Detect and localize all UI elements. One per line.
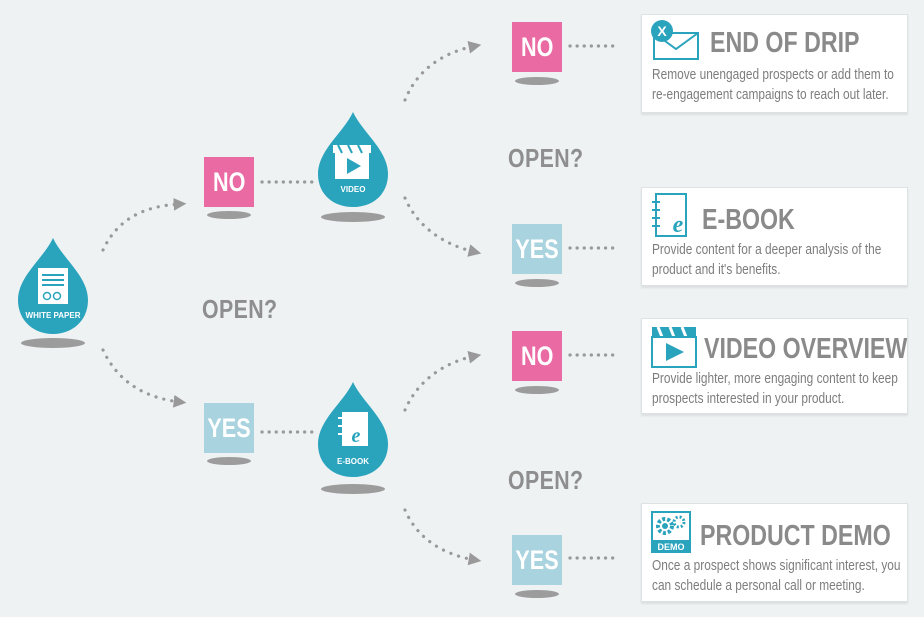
video-yes-shadow	[515, 279, 559, 287]
question-video: OPEN?	[508, 143, 584, 173]
video-drop: VIDEO	[318, 112, 388, 222]
drop-shadow	[321, 484, 385, 494]
card-line-2: re-engagement campaigns to reach out lat…	[652, 87, 889, 103]
envelope-x-icon: X	[651, 20, 699, 60]
video-yes-label: YES	[515, 233, 559, 264]
white-paper-label: WHITE PAPER	[26, 311, 81, 320]
white-paper-drop: WHITE PAPER	[18, 238, 88, 348]
arrow-start-to-yes	[101, 348, 187, 408]
video-label: VIDEO	[341, 185, 366, 194]
level1-yes-label: YES	[207, 412, 251, 443]
ebook-label: E-BOOK	[337, 457, 369, 466]
svg-text:e: e	[352, 425, 361, 447]
card-title: VIDEO OVERVIEW	[704, 333, 908, 365]
ebook-no-label: NO	[520, 340, 554, 371]
card-line-1: Once a prospect shows significant intere…	[652, 558, 901, 574]
card-line-2: prospects interested in your product.	[652, 391, 845, 407]
question-ebook: OPEN?	[508, 465, 584, 495]
flow-arrows	[101, 40, 482, 566]
connectors	[260, 44, 618, 560]
demo-badge: DEMO	[658, 542, 685, 552]
level1-yes-box: YES	[204, 403, 254, 453]
card-line-2: can schedule a personal call or meeting.	[652, 578, 865, 594]
video-clapper-icon	[651, 326, 697, 368]
video-no-box: NO	[512, 22, 562, 72]
ebook-yes-label: YES	[515, 544, 559, 575]
ebook-icon: e	[652, 193, 687, 238]
video-yes-box: YES	[512, 224, 562, 274]
ebook-yes-shadow	[515, 590, 559, 598]
level1-yes-shadow	[207, 457, 251, 465]
card-ebook: e E-BOOK Provide content for a deeper an…	[641, 187, 908, 286]
question-level1: OPEN?	[202, 294, 278, 324]
arrow-start-to-no	[101, 197, 187, 252]
card-line-1: Provide content for a deeper analysis of…	[652, 242, 882, 258]
ebook-drop: e E-BOOK	[318, 382, 388, 494]
document-icon	[38, 268, 68, 304]
level1-no-box: NO	[204, 157, 254, 207]
arrow-ebook-to-yes	[403, 508, 482, 566]
level1-no-label: NO	[212, 166, 246, 197]
card-title: PRODUCT DEMO	[700, 520, 891, 552]
card-title: E-BOOK	[702, 204, 795, 236]
ebook-no-shadow	[515, 386, 559, 394]
card-video-overview: VIDEO OVERVIEW Provide lighter, more eng…	[641, 318, 908, 414]
card-line-1: Provide lighter, more engaging content t…	[652, 371, 898, 387]
card-line-2: product and it's benefits.	[652, 262, 781, 278]
ebook-badge: e	[673, 212, 684, 238]
drop-shadow	[21, 338, 85, 348]
arrow-video-to-no	[403, 40, 482, 102]
video-no-label: NO	[520, 31, 554, 62]
card-line-1: Remove unengaged prospects or add them t…	[652, 67, 894, 83]
card-end-of-drip: X END OF DRIP Remove unengaged prospects…	[641, 14, 908, 113]
envelope-badge: X	[657, 23, 667, 39]
gears-demo-icon: DEMO	[651, 511, 691, 553]
ebook-no-box: NO	[512, 331, 562, 381]
arrow-video-to-yes	[403, 196, 482, 257]
card-product-demo: DEMO PRODUCT DEMO Once a prospect shows …	[641, 503, 908, 602]
video-no-shadow	[515, 77, 559, 85]
ebook-yes-box: YES	[512, 535, 562, 585]
level1-no-shadow	[207, 211, 251, 219]
arrow-ebook-to-no	[403, 350, 482, 412]
card-title: END OF DRIP	[710, 27, 860, 59]
video-clapper-icon	[333, 144, 371, 179]
drop-shadow	[321, 212, 385, 222]
ebook-icon: e	[338, 412, 368, 447]
